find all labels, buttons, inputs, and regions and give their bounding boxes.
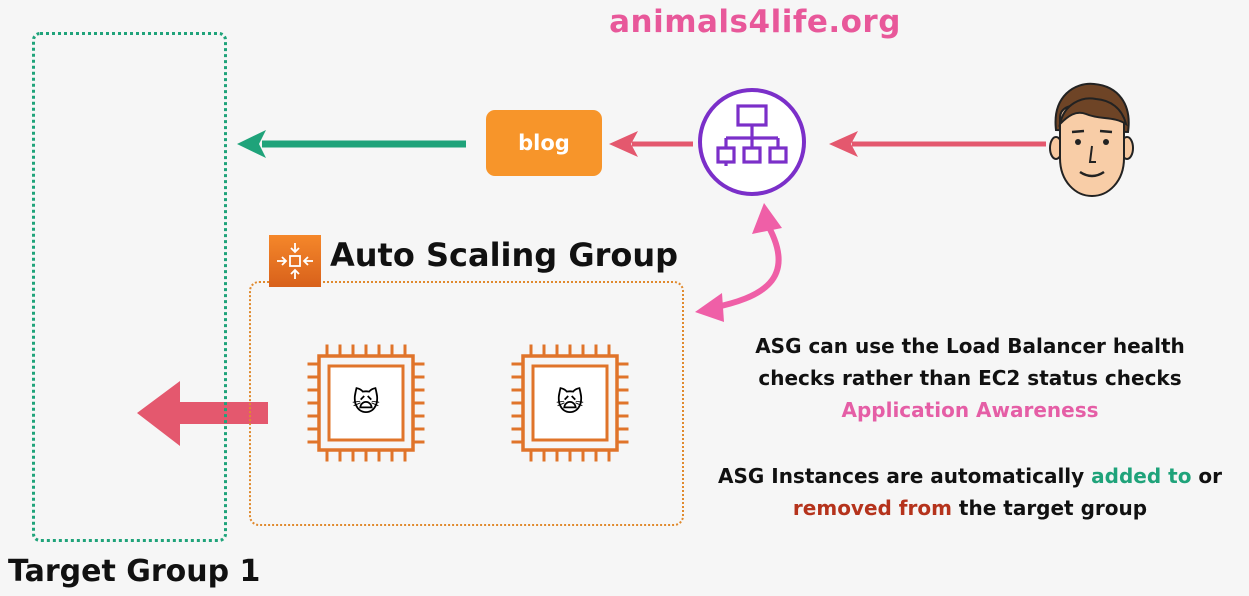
application-awareness-label: Application Awareness (841, 398, 1099, 422)
instance-cat-icon: 🙀 (555, 387, 585, 418)
membership-text-3: the target group (951, 496, 1148, 520)
instance-cat-icon: 🙀 (351, 387, 381, 418)
membership-line-2: removed from the target group (710, 492, 1230, 524)
arrow-user-to-lb (829, 131, 1046, 157)
auto-scaling-icon-glyph (277, 243, 313, 279)
auto-scaling-group-title: Auto Scaling Group (330, 236, 679, 274)
user-face-icon (1049, 82, 1134, 198)
membership-line-1: ASG Instances are automatically added to… (710, 460, 1230, 492)
blog-label: blog (518, 131, 570, 155)
removed-from-label: removed from (792, 496, 952, 520)
health-check-double-arrow (695, 203, 782, 322)
target-group-box (32, 32, 227, 542)
arrow-to-target-group (237, 130, 466, 158)
arrow-lb-to-blog (609, 131, 693, 157)
load-balancer-icon[interactable] (698, 88, 806, 196)
blog-target[interactable]: blog (486, 110, 602, 176)
health-check-line-2: checks rather than EC2 status checks (758, 366, 1182, 390)
auto-scaling-icon (269, 235, 321, 287)
health-check-line-1: ASG can use the Load Balancer health (755, 334, 1185, 358)
membership-text-2: or (1191, 464, 1223, 488)
arrow-asg-to-target-group (137, 381, 268, 446)
site-title: animals4life.org (609, 4, 901, 40)
membership-text-1: ASG Instances are automatically (717, 464, 1092, 488)
added-to-label: added to (1091, 464, 1192, 488)
target-group-label: Target Group 1 (8, 554, 261, 589)
health-check-note: ASG can use the Load Balancer health che… (710, 330, 1230, 426)
auto-scaling-group-box (249, 281, 684, 526)
membership-note: ASG Instances are automatically added to… (710, 460, 1230, 524)
